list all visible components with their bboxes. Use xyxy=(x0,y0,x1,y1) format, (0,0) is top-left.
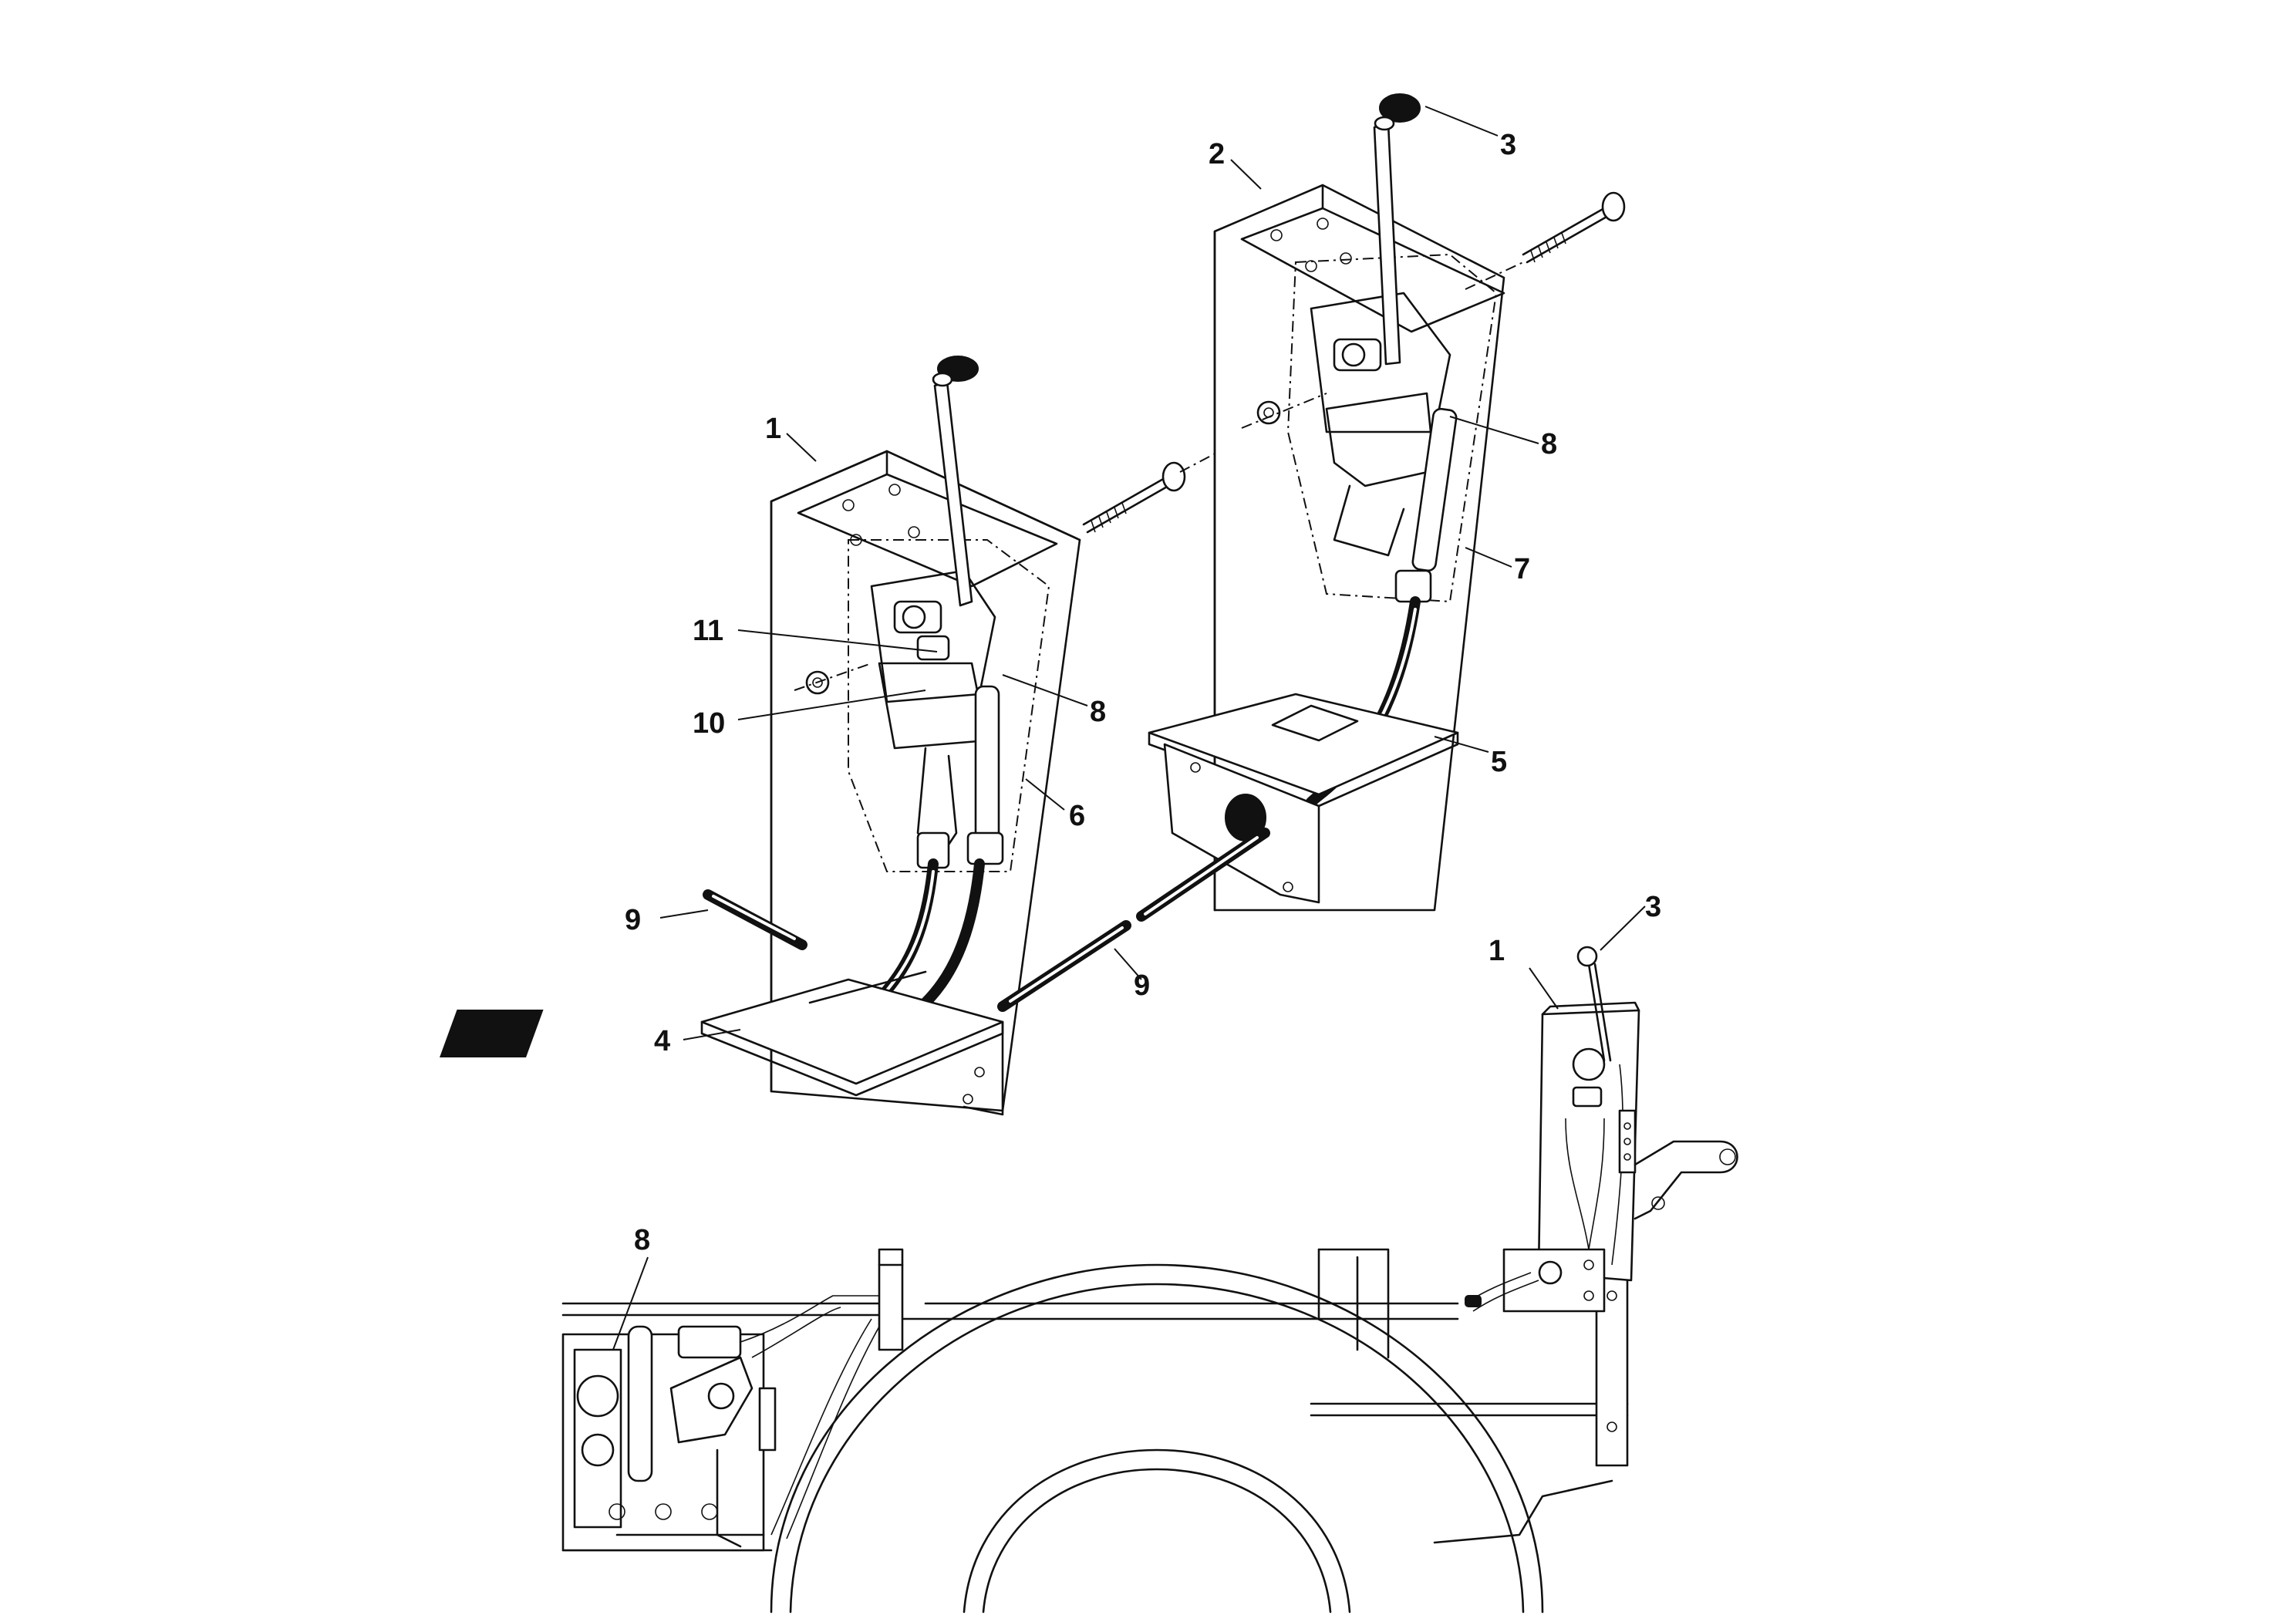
callout-3-bottom: 3 xyxy=(1645,891,1661,923)
callout-3-top: 3 xyxy=(1500,129,1516,161)
callout-5: 5 xyxy=(1491,746,1507,778)
callout-8-bottom: 8 xyxy=(634,1224,650,1256)
callout-labels: 1 2 3 4 5 6 7 8 8 9 9 10 11 1 3 8 xyxy=(625,129,1661,1256)
callout-9-left: 9 xyxy=(625,904,641,936)
callout-9-mid: 9 xyxy=(1134,969,1150,1002)
callout-4: 4 xyxy=(654,1025,670,1057)
callout-7: 7 xyxy=(1514,553,1530,585)
callout-8-left: 8 xyxy=(1090,696,1106,728)
callout-8-right: 8 xyxy=(1541,428,1557,460)
callout-1-top: 1 xyxy=(765,413,781,445)
callout-10: 10 xyxy=(693,707,725,740)
callout-1-bottom: 1 xyxy=(1489,935,1505,967)
callout-6: 6 xyxy=(1069,800,1085,832)
leader-lines xyxy=(612,106,1646,1351)
callout-11: 11 xyxy=(693,615,723,647)
left-control-console xyxy=(439,356,1242,1116)
right-control-console xyxy=(1148,93,1626,912)
push-pull-cables xyxy=(703,828,1270,1012)
machine-overview xyxy=(561,946,1738,1614)
callout-2-top: 2 xyxy=(1209,138,1225,170)
